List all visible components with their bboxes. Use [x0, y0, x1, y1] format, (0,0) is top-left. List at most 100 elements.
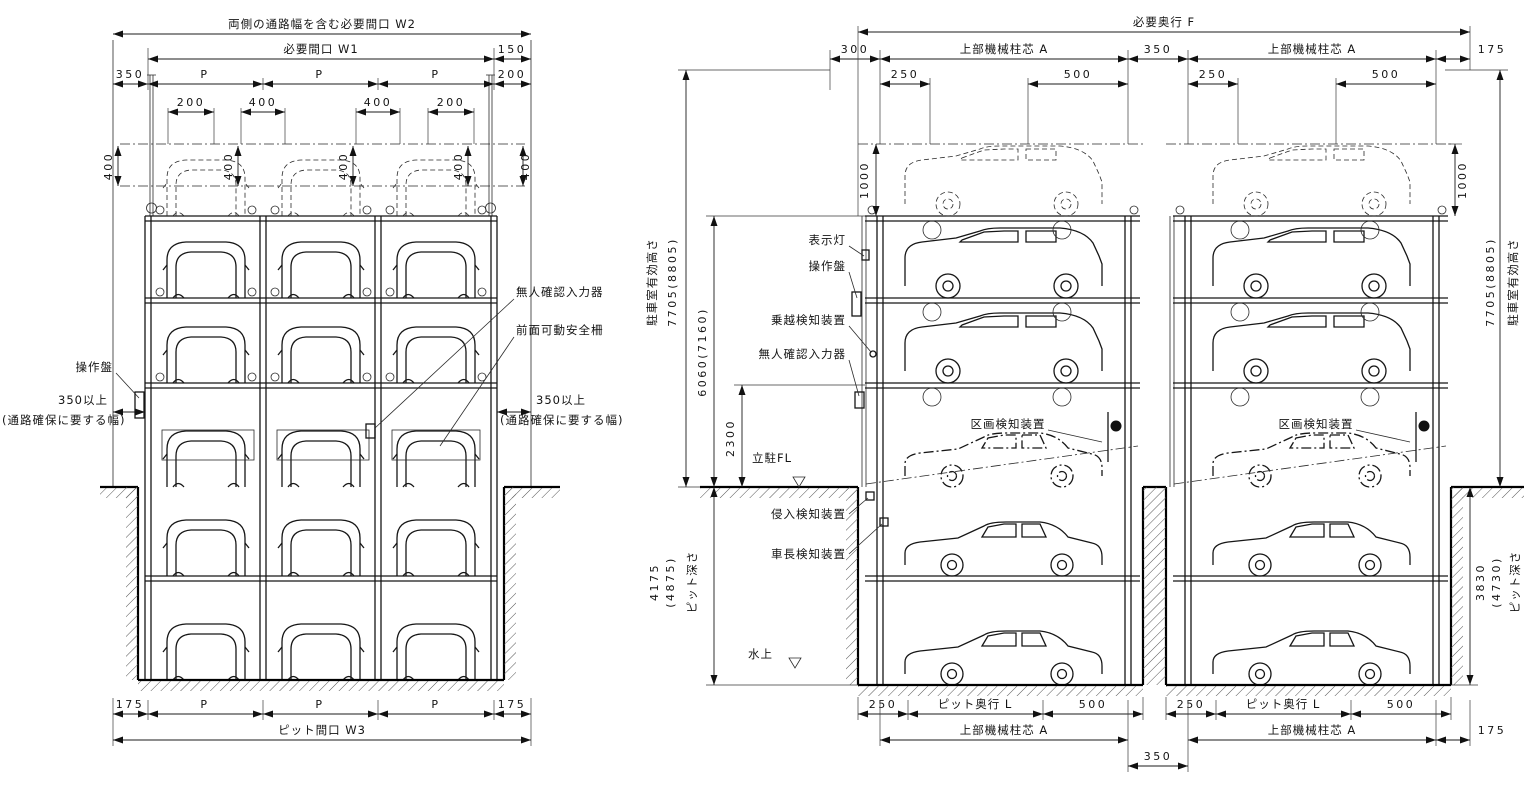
section-top-dimensions: 必要奥行 F 300 上部機械柱芯 A 350 上部機械柱芯 A 175 250… — [829, 15, 1507, 216]
control-panel-box — [134, 391, 145, 419]
section-leader-labels: 表示灯 操作盤 乗越検知装置 無人確認入力器 侵入検知装置 車長検知装置 — [759, 233, 883, 561]
dim-200r: 200 — [498, 68, 527, 81]
label-control-panel-side: 操作盤 — [809, 259, 847, 273]
unmanned-input-box — [365, 423, 376, 439]
section-sensor-labels: 区画検知装置 区画検知装置 — [971, 417, 1411, 443]
dim-1000-right: 1000 — [1456, 161, 1469, 199]
label-unmanned-input: 無人確認入力器 — [516, 285, 604, 299]
control-panel-box-side — [851, 291, 862, 317]
front-bottom-dimensions: 175 P P P 175 ピット間口 W3 — [112, 698, 532, 746]
dim-bp1: P — [200, 698, 209, 711]
label-section-sensor-2: 区画検知装置 — [1279, 417, 1354, 431]
dim-ba1: 上部機械柱芯 A — [960, 723, 1049, 737]
dim-175-top: 175 — [1478, 43, 1507, 56]
section-ground — [700, 485, 1524, 685]
dim-1000-left: 1000 — [858, 161, 871, 199]
dim-pit-right-b: (4730) — [1490, 556, 1503, 608]
dim-small-400a: 400 — [249, 96, 278, 109]
front-ground-and-pit — [100, 485, 560, 691]
label-front-fence: 前面可動安全柵 — [516, 323, 604, 337]
dim-p2: P — [315, 68, 324, 81]
aisle-clearance-right: 350以上 (通路確保に要する幅) — [497, 393, 623, 427]
dim-7705-right: 7705(8805) — [1484, 237, 1497, 327]
label-intrusion-sensor: 侵入検知装置 — [771, 507, 846, 521]
dim-p1: P — [200, 68, 209, 81]
dim-v400-4: 400 — [452, 152, 465, 181]
label-room-height-right: 駐車室有効高さ — [1506, 238, 1520, 326]
beam-rollers — [155, 205, 487, 382]
dim-350: 350 — [116, 68, 145, 81]
clearance-left-note: (通路確保に要する幅) — [2, 413, 125, 427]
dim-b175r: 175 — [498, 698, 527, 711]
dim-small-200b: 200 — [437, 96, 466, 109]
dim-250-u1: 250 — [891, 68, 920, 81]
label-section-sensor-1: 区画検知装置 — [971, 417, 1046, 431]
dim-small-400b: 400 — [364, 96, 393, 109]
front-structure — [112, 40, 532, 680]
dim-300: 300 — [841, 43, 870, 56]
dim-b175: 175 — [1478, 724, 1507, 737]
label-parking-fl: 立駐FL — [752, 451, 792, 465]
dim-a2: 上部機械柱芯 A — [1268, 42, 1357, 56]
label-water-level: 水上 — [748, 647, 773, 661]
dim-v400-3: 400 — [337, 152, 350, 181]
label-room-height-left: 駐車室有効高さ — [645, 238, 659, 326]
dim-250-u2: 250 — [1199, 68, 1228, 81]
dim-bp2: P — [315, 698, 324, 711]
label-indicator-light: 表示灯 — [809, 233, 847, 247]
dim-b175l: 175 — [116, 698, 145, 711]
dim-500-u2: 500 — [1372, 68, 1401, 81]
dim-p3: P — [431, 68, 440, 81]
raise-1000-dims: 1000 1000 — [858, 143, 1469, 216]
dim-b500-u1: 500 — [1079, 698, 1108, 711]
dim-pit-left-b: (4875) — [664, 556, 677, 608]
label-unmanned-input-side: 無人確認入力器 — [759, 347, 847, 361]
dim-w1: 必要間口 W1 — [283, 42, 358, 56]
front-vertical-400-dims: 400 400 400 400 400 — [102, 146, 532, 186]
dim-w3: ピット間口 W3 — [278, 723, 366, 737]
dim-b250-u2: 250 — [1177, 698, 1206, 711]
side-section-view: 必要奥行 F 300 上部機械柱芯 A 350 上部機械柱芯 A 175 250… — [645, 15, 1524, 772]
front-top-dimensions: 両側の通路幅を含む必要間口 W2 必要間口 W1 150 350 P P P 2… — [113, 17, 531, 144]
front-elevation-view: 両側の通路幅を含む必要間口 W2 必要間口 W1 150 350 P P P 2… — [2, 17, 623, 746]
label-pit-depth-left: ピット深さ — [685, 551, 699, 614]
label-pit-depth-right: ピット深さ — [1508, 551, 1522, 614]
dim-ba2: 上部機械柱芯 A — [1268, 723, 1357, 737]
dim-a1: 上部機械柱芯 A — [960, 42, 1049, 56]
dim-w2: 両側の通路幅を含む必要間口 W2 — [228, 17, 416, 31]
dim-b250-u1: 250 — [869, 698, 898, 711]
dim-6060: 6060(7160) — [696, 307, 709, 397]
unmanned-input-box-side — [854, 391, 865, 409]
override-sensor-dot — [869, 350, 877, 358]
dim-pit-depth-l1: ピット奥行 L — [938, 697, 1013, 711]
dim-b350: 350 — [1144, 750, 1173, 763]
dim-v400-5: 400 — [519, 152, 532, 181]
car-length-sensor-box — [879, 517, 889, 527]
clearance-right-value: 350以上 — [536, 393, 586, 407]
entrance-fixtures — [851, 249, 889, 527]
dim-350-top: 350 — [1144, 43, 1173, 56]
section-bottom-dimensions: 250 ピット奥行 L 500 250 ピット奥行 L 500 上部機械柱芯 A… — [857, 697, 1507, 772]
dim-v400-1: 400 — [102, 152, 115, 181]
level-marks: 立駐FL 水上 — [748, 451, 806, 669]
dim-pit-right-a: 3830 — [1474, 563, 1487, 601]
dim-500-u1: 500 — [1064, 68, 1093, 81]
dim-pit-depth-l2: ピット奥行 L — [1246, 697, 1321, 711]
dim-b500-u2: 500 — [1387, 698, 1416, 711]
section-right-vertical-dims: 7705(8805) 駐車室有効高さ 3830 (4730) ピット深さ — [1445, 69, 1522, 686]
front-cars — [162, 159, 480, 681]
clearance-left-value: 350以上 — [58, 393, 108, 407]
dim-small-200a: 200 — [177, 96, 206, 109]
dim-f: 必要奥行 F — [1133, 15, 1195, 29]
label-override-sensor: 乗越検知装置 — [771, 313, 846, 327]
front-leader-labels: 操作盤 無人確認入力器 前面可動安全柵 — [76, 285, 604, 447]
intrusion-sensor-box — [865, 491, 875, 501]
clearance-right-note: (通路確保に要する幅) — [500, 413, 623, 427]
dim-pit-left-a: 4175 — [648, 563, 661, 601]
front-movable-safety-fence — [161, 429, 481, 461]
label-control-panel: 操作盤 — [76, 360, 114, 374]
section-left-vertical-dims: 駐車室有効高さ 7705(8805) 6060(7160) 2300 4175 … — [645, 69, 865, 686]
dim-bp3: P — [431, 698, 440, 711]
